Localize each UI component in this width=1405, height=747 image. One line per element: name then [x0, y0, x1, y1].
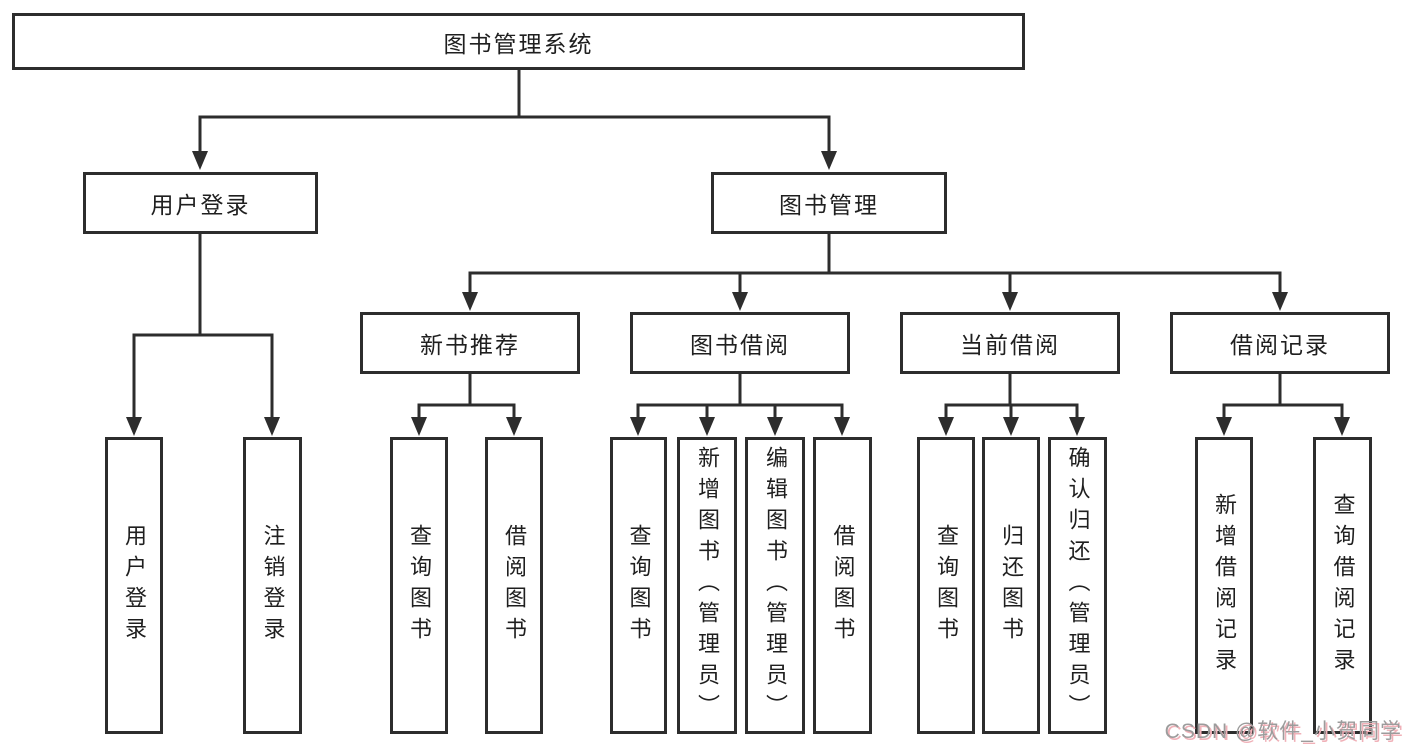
connector-book-management-to-level3	[468, 232, 1282, 298]
arrow-down-icon	[126, 417, 142, 436]
leaf-query-books-current: 查询图书	[917, 437, 975, 734]
leaf-return-books: 归还图书	[982, 437, 1040, 734]
arrowheads	[126, 151, 1350, 436]
leaf-query-books-recommend: 查询图书	[390, 437, 448, 734]
node-user-login: 用户登录	[83, 172, 318, 234]
node-library-management-system: 图书管理系统	[12, 13, 1025, 70]
arrow-down-icon	[1272, 292, 1288, 311]
connector-root-to-level2	[198, 68, 831, 156]
arrow-down-icon	[732, 292, 748, 311]
csdn-watermark: CSDN @软件_小贺同学	[1164, 720, 1402, 743]
leaf-add-books-admin: 新增图书（管理员）	[677, 437, 737, 734]
arrow-down-icon	[767, 417, 783, 436]
arrow-down-icon	[506, 417, 522, 436]
arrow-down-icon	[699, 417, 715, 436]
connector-user-login-to-leaves	[132, 232, 274, 422]
connector-borrowing-records-to-leaves	[1222, 372, 1344, 422]
leaf-add-borrowing-record: 新增借阅记录	[1195, 437, 1253, 734]
arrow-down-icon	[1216, 417, 1232, 436]
connector-current-borrowing-to-leaves	[944, 372, 1079, 422]
leaf-edit-books-admin: 编辑图书（管理员）	[745, 437, 805, 734]
arrow-down-icon	[462, 292, 478, 311]
arrow-down-icon	[1334, 417, 1350, 436]
node-borrowing-records: 借阅记录	[1170, 312, 1390, 374]
connector-book-borrowing-to-leaves	[636, 372, 844, 422]
arrow-down-icon	[834, 417, 850, 436]
leaf-user-login: 用户登录	[105, 437, 163, 734]
arrow-down-icon	[264, 417, 280, 436]
leaf-logout: 注销登录	[243, 437, 302, 734]
node-current-borrowing: 当前借阅	[900, 312, 1120, 374]
arrow-down-icon	[411, 417, 427, 436]
node-new-book-recommend: 新书推荐	[360, 312, 580, 374]
connector-new-book-recommend-to-leaves	[417, 372, 516, 422]
node-book-management: 图书管理	[711, 172, 947, 234]
arrow-down-icon	[630, 417, 646, 436]
leaf-confirm-return-admin: 确认归还（管理员）	[1048, 437, 1107, 734]
node-book-borrowing: 图书借阅	[630, 312, 850, 374]
leaf-query-borrowing-record: 查询借阅记录	[1313, 437, 1372, 734]
leaf-borrow-books-recommend: 借阅图书	[485, 437, 543, 734]
leaf-borrow-books-borrowing: 借阅图书	[813, 437, 872, 734]
arrow-down-icon	[192, 151, 208, 170]
arrow-down-icon	[821, 151, 837, 170]
leaf-query-books-borrowing: 查询图书	[610, 437, 667, 734]
arrow-down-icon	[938, 417, 954, 436]
arrow-down-icon	[1003, 417, 1019, 436]
arrow-down-icon	[1069, 417, 1085, 436]
arrow-down-icon	[1002, 292, 1018, 311]
